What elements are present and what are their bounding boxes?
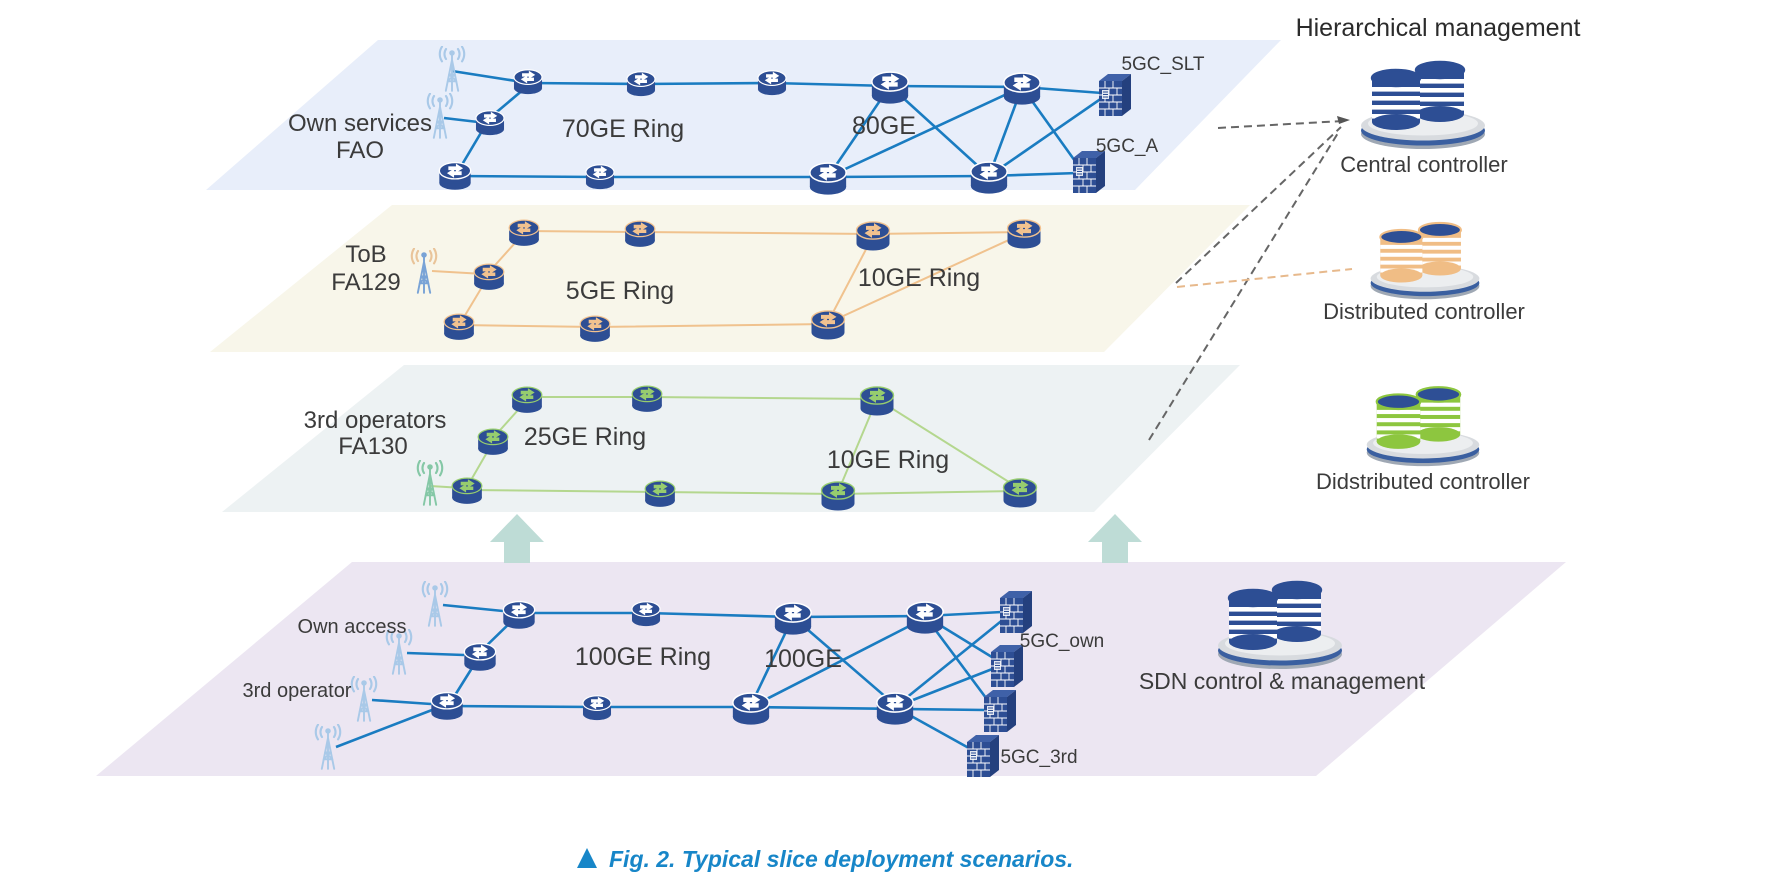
slice-tob-name-line2: FA129 (331, 269, 400, 296)
router-icon (451, 477, 483, 505)
core-label-5gc-slt: 5GC_SLT (1121, 54, 1204, 75)
slice-fao-link-label: 80GE (852, 112, 916, 140)
slice-tob-ring2-label: 10GE Ring (858, 264, 980, 292)
physical-link-label: 100GE (764, 645, 842, 673)
router-icon (473, 263, 505, 291)
slice-tob-ring1-label: 5GE Ring (566, 277, 674, 305)
slice-3rd-ring1-label: 25GE Ring (524, 423, 646, 451)
router-icon (475, 110, 505, 136)
router-icon (732, 692, 770, 726)
router-icon (855, 221, 891, 252)
didstributed-controller-label: Didstributed controller (1316, 469, 1530, 494)
server-icon (990, 644, 1024, 688)
router-icon (876, 692, 914, 726)
distributed-controller-icon (1369, 221, 1481, 301)
physical-access2-label: 3rd operator (243, 680, 352, 702)
router-icon (463, 642, 497, 672)
router-icon (644, 480, 676, 508)
page-title: Hierarchical management (1296, 14, 1581, 42)
slice-fao-ring-label: 70GE Ring (562, 115, 684, 143)
router-icon (513, 69, 543, 95)
core-label-5gc-3rd: 5GC_3rd (1000, 747, 1077, 768)
router-icon (774, 602, 812, 636)
sdn-controller-label: SDN control & management (1139, 668, 1426, 694)
router-icon (809, 162, 847, 196)
router-icon (820, 481, 856, 512)
physical-access1-label: Own access (298, 616, 407, 638)
server-icon (1072, 150, 1106, 194)
slice-fao-name-line1: Own services (288, 110, 432, 137)
router-icon (477, 428, 509, 456)
slice-3rd-name-line2: FA130 (338, 433, 407, 460)
router-icon (631, 385, 663, 413)
router-icon (757, 70, 787, 96)
slice-tob-name-line1: ToB (345, 241, 386, 268)
server-icon (966, 734, 1000, 778)
router-icon (631, 601, 661, 627)
router-icon (585, 164, 615, 190)
router-icon (508, 219, 540, 247)
layer-3rd-operators (222, 365, 1240, 512)
distributed-controller-label: Distributed controller (1323, 299, 1525, 324)
management-dashed-links (1148, 116, 1353, 441)
router-icon (970, 161, 1008, 195)
slice-3rd-name-line1: 3rd operators (304, 407, 447, 434)
central-controller-icon (1359, 60, 1487, 151)
core-label-5gc-a: 5GC_A (1096, 136, 1159, 157)
slice-fao-name-line2: FAO (336, 137, 384, 164)
router-icon (1006, 219, 1042, 250)
router-icon (579, 315, 611, 343)
central-controller-label: Central controller (1340, 152, 1508, 177)
figure-caption: Fig. 2. Typical slice deployment scenari… (609, 846, 1073, 872)
up-arrow-icon (1088, 514, 1142, 563)
slice-3rd-ring2-label: 10GE Ring (827, 446, 949, 474)
server-icon (999, 590, 1033, 634)
router-icon (511, 386, 543, 414)
router-icon (859, 386, 895, 417)
router-icon (626, 71, 656, 97)
router-icon (810, 310, 846, 341)
router-icon (438, 161, 472, 191)
router-icon (582, 695, 612, 721)
server-icon (1098, 73, 1132, 117)
physical-ring-label: 100GE Ring (575, 643, 711, 671)
router-icon (906, 601, 944, 635)
up-arrow-icon (490, 514, 544, 563)
didstributed-controller-icon (1365, 386, 1481, 468)
core-label-5gc-own: 5GC_own (1020, 631, 1105, 652)
router-icon (430, 691, 464, 721)
router-icon (1002, 478, 1038, 509)
caption-triangle-icon (577, 848, 597, 868)
router-icon (443, 313, 475, 341)
router-icon (871, 71, 909, 105)
layer-physical (96, 562, 1566, 776)
layer-tob (210, 205, 1250, 352)
router-icon (624, 220, 656, 248)
server-icon (983, 689, 1017, 733)
router-icon (1003, 72, 1041, 106)
arrowhead-icon (1337, 116, 1350, 124)
router-icon (502, 600, 536, 630)
